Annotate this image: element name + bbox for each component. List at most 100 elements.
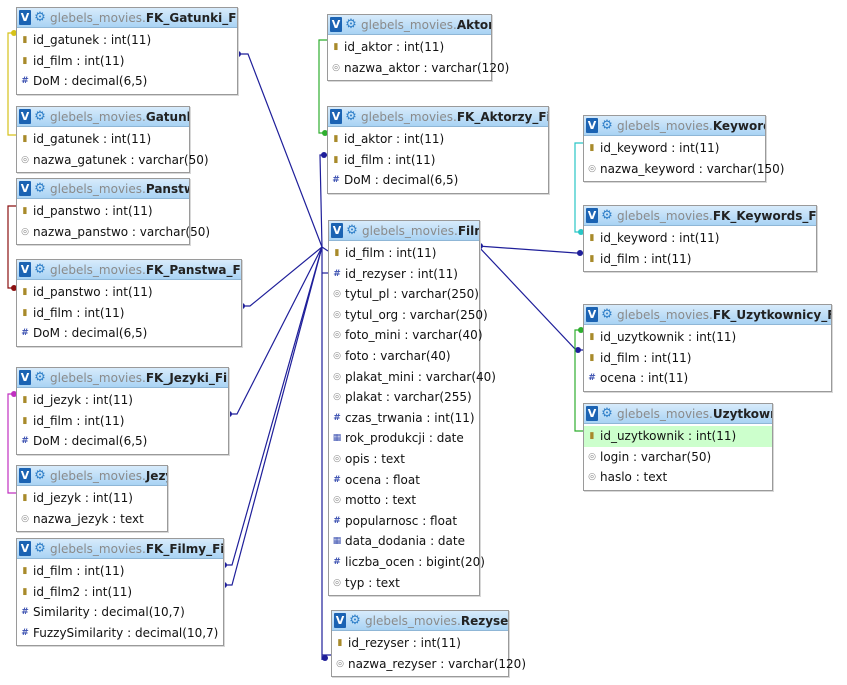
toggle-columns-icon[interactable]: V — [19, 262, 31, 277]
table-title[interactable]: glebels_movies.Jezyki — [50, 469, 167, 483]
toggle-columns-icon[interactable]: V — [334, 613, 346, 628]
table-header[interactable]: V⚙glebels_movies.Uzytkownicy — [584, 404, 772, 424]
column-row[interactable]: #DoM : decimal(6,5) — [328, 170, 548, 191]
table-title[interactable]: glebels_movies.FK_Gatunki_Filmy — [50, 11, 237, 25]
table-options-gear-icon[interactable]: ⚙ — [34, 468, 46, 483]
table-title[interactable]: glebels_movies.Aktorzy — [361, 18, 491, 32]
toggle-columns-icon[interactable]: V — [331, 223, 343, 238]
table-title[interactable]: glebels_movies.Gatunki — [50, 110, 189, 124]
toggle-columns-icon[interactable]: V — [330, 109, 342, 124]
table-header[interactable]: V⚙glebels_movies.Rezyserzy — [332, 611, 508, 631]
table-header[interactable]: V⚙ glebels_movies.FK_Jezyki_Filmy — [17, 368, 228, 388]
table-title[interactable]: glebels_movies.Uzytkownicy — [617, 407, 772, 421]
table-title[interactable]: glebels_movies.Filmy — [362, 224, 479, 238]
column-row[interactable]: ◎haslo : text — [584, 467, 772, 488]
column-row[interactable]: ▮id_panstwo : int(11) — [17, 201, 189, 222]
toggle-columns-icon[interactable]: V — [19, 181, 31, 196]
table-header[interactable]: V⚙ glebels_movies.Keywords — [584, 116, 765, 136]
column-row[interactable]: ◎motto : text — [329, 490, 479, 511]
table-options-gear-icon[interactable]: ⚙ — [601, 118, 613, 133]
toggle-columns-icon[interactable]: V — [586, 307, 598, 322]
column-row[interactable]: ▮id_film : int(11) — [584, 249, 816, 270]
column-row[interactable]: ▮id_uzytkownik : int(11) — [584, 426, 772, 447]
table-options-gear-icon[interactable]: ⚙ — [601, 208, 613, 223]
table-options-gear-icon[interactable]: ⚙ — [34, 370, 46, 385]
table-header[interactable]: V⚙ glebels_movies.Panstwa — [17, 179, 189, 199]
table-options-gear-icon[interactable]: ⚙ — [346, 223, 358, 238]
column-row[interactable]: ◎nazwa_gatunek : varchar(50) — [17, 150, 209, 171]
column-row[interactable]: ▮id_film : int(11) — [328, 150, 548, 171]
table-options-gear-icon[interactable]: ⚙ — [34, 181, 46, 196]
column-row[interactable]: #liczba_ocen : bigint(20) — [329, 552, 485, 573]
table-options-gear-icon[interactable]: ⚙ — [601, 307, 613, 322]
column-row[interactable]: #DoM : decimal(6,5) — [17, 323, 241, 344]
column-row[interactable]: ◎nazwa_jezyk : text — [17, 509, 167, 530]
table-options-gear-icon[interactable]: ⚙ — [34, 109, 46, 124]
table-options-gear-icon[interactable]: ⚙ — [34, 10, 46, 25]
table-title[interactable]: glebels_movies.Keywords — [617, 119, 765, 133]
table-header[interactable]: V⚙glebels_movies.Aktorzy — [328, 15, 491, 35]
column-row[interactable]: #ocena : int(11) — [584, 368, 831, 389]
column-row[interactable]: ◎plakat_mini : varchar(40) — [329, 367, 496, 388]
table-header[interactable]: V⚙ glebels_movies.FK_Uzytkownicy_Filmy — [584, 305, 831, 325]
column-row[interactable]: ◎foto : varchar(40) — [329, 346, 479, 367]
table-title[interactable]: glebels_movies.FK_Aktorzy_Filmy — [361, 110, 548, 124]
column-row[interactable]: ◎nazwa_rezyser : varchar(120) — [332, 654, 526, 675]
column-row[interactable]: ▮id_keyword : int(11) — [584, 138, 765, 159]
column-row[interactable]: ▮id_film : int(11) — [17, 561, 223, 582]
toggle-columns-icon[interactable]: V — [19, 468, 31, 483]
column-row[interactable]: ◎nazwa_aktor : varchar(120) — [328, 58, 509, 79]
toggle-columns-icon[interactable]: V — [19, 370, 31, 385]
column-row[interactable]: ▦rok_produkcji : date — [329, 428, 479, 449]
table-options-gear-icon[interactable]: ⚙ — [34, 262, 46, 277]
table-header[interactable]: V⚙ glebels_movies.Jezyki — [17, 466, 167, 486]
column-row[interactable]: ▮id_gatunek : int(11) — [17, 129, 189, 150]
column-row[interactable]: ▦data_dodania : date — [329, 531, 479, 552]
column-row[interactable]: ▮id_jezyk : int(11) — [17, 390, 228, 411]
column-row[interactable]: ▮id_film : int(11) — [584, 348, 831, 369]
column-row[interactable]: ◎tytul_org : varchar(250) — [329, 305, 488, 326]
toggle-columns-icon[interactable]: V — [19, 541, 31, 556]
column-row[interactable]: ▮id_film : int(11) — [17, 51, 237, 72]
table-options-gear-icon[interactable]: ⚙ — [34, 541, 46, 556]
table-header[interactable]: V⚙glebels_movies.FK_Gatunki_Filmy — [17, 8, 237, 28]
table-title[interactable]: glebels_movies.FK_Panstwa_Filmy — [50, 263, 241, 277]
table-options-gear-icon[interactable]: ⚙ — [345, 109, 357, 124]
column-row[interactable]: ▮id_film : int(11) — [17, 411, 228, 432]
column-row[interactable]: ◎nazwa_panstwo : varchar(50) — [17, 222, 210, 243]
table-title[interactable]: glebels_movies.FK_Jezyki_Filmy — [50, 371, 228, 385]
column-row[interactable]: ▮id_uzytkownik : int(11) — [584, 327, 831, 348]
table-header[interactable]: V⚙ glebels_movies.FK_Panstwa_Filmy — [17, 260, 241, 280]
column-row[interactable]: ◎login : varchar(50) — [584, 447, 772, 468]
table-title[interactable]: glebels_movies.Rezyserzy — [365, 614, 508, 628]
column-row[interactable]: ◎foto_mini : varchar(40) — [329, 325, 482, 346]
column-row[interactable]: ▮id_film2 : int(11) — [17, 582, 223, 603]
table-header[interactable]: V⚙ glebels_movies.FK_Keywords_Filmy — [584, 206, 816, 226]
column-row[interactable]: ▮id_film : int(11) — [17, 303, 241, 324]
column-row[interactable]: ▮id_panstwo : int(11) — [17, 282, 241, 303]
table-options-gear-icon[interactable]: ⚙ — [601, 406, 613, 421]
column-row[interactable]: #Similarity : decimal(10,7) — [17, 602, 223, 623]
toggle-columns-icon[interactable]: V — [330, 17, 342, 32]
column-row[interactable]: ▮id_gatunek : int(11) — [17, 30, 237, 51]
column-row[interactable]: ◎plakat : varchar(255) — [329, 387, 479, 408]
column-row[interactable]: #FuzzySimilarity : decimal(10,7) — [17, 623, 223, 644]
table-header[interactable]: V⚙ glebels_movies.FK_Aktorzy_Filmy — [328, 107, 548, 127]
column-row[interactable]: ▮id_aktor : int(11) — [328, 37, 491, 58]
table-title[interactable]: glebels_movies.FK_Filmy_Filmy — [50, 542, 223, 556]
column-row[interactable]: #ocena : float — [329, 470, 479, 491]
toggle-columns-icon[interactable]: V — [19, 109, 31, 124]
toggle-columns-icon[interactable]: V — [586, 118, 598, 133]
toggle-columns-icon[interactable]: V — [586, 208, 598, 223]
table-title[interactable]: glebels_movies.FK_Keywords_Filmy — [617, 209, 816, 223]
column-row[interactable]: ◎nazwa_keyword : varchar(150) — [584, 159, 784, 180]
column-row[interactable]: ◎tytul_pl : varchar(250) — [329, 284, 479, 305]
column-row[interactable]: #id_rezyser : int(11) — [329, 264, 479, 285]
table-title[interactable]: glebels_movies.FK_Uzytkownicy_Filmy — [617, 308, 831, 322]
table-header[interactable]: V⚙ glebels_movies.Filmy — [329, 221, 479, 241]
column-row[interactable]: #DoM : decimal(6,5) — [17, 71, 237, 92]
table-title[interactable]: glebels_movies.Panstwa — [50, 182, 189, 196]
table-header[interactable]: V⚙ glebels_movies.Gatunki — [17, 107, 189, 127]
column-row[interactable]: ◎typ : text — [329, 573, 479, 594]
